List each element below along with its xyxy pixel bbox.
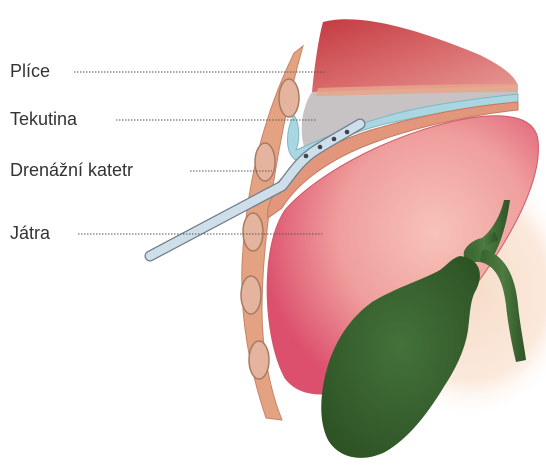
- rib: [279, 79, 299, 117]
- rib: [249, 341, 269, 379]
- rib: [243, 213, 263, 251]
- label-lung: Plíce: [10, 61, 50, 81]
- catheter-hole: [304, 154, 309, 159]
- label-drainage-catheter: Drenážní katetr: [10, 160, 133, 180]
- rib: [241, 276, 261, 314]
- label-liver: Játra: [10, 223, 50, 243]
- catheter-hole: [332, 137, 337, 142]
- lung: [312, 19, 518, 92]
- label-fluid: Tekutina: [10, 109, 77, 129]
- catheter-hole: [345, 130, 350, 135]
- rib: [255, 143, 275, 181]
- catheter-hole: [318, 145, 323, 150]
